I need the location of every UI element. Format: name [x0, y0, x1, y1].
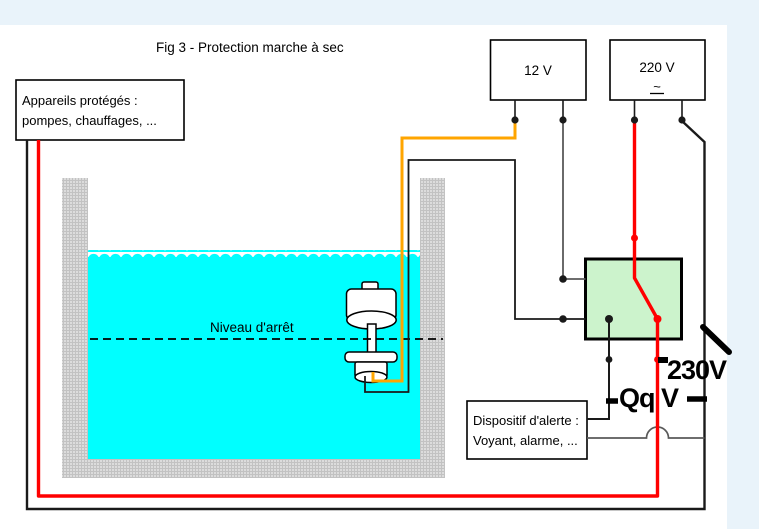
dot-relay-coil-upper	[559, 275, 567, 283]
supply-220v-box	[609, 39, 706, 101]
figure-title: Fig 3 - Protection marche à sec	[156, 40, 344, 55]
annotation-slash-230v	[700, 324, 732, 355]
handwritten-annotations: 230V Qq V	[606, 324, 732, 413]
protected-appliances-box	[15, 79, 185, 141]
tank-right-wall	[420, 178, 445, 478]
annotation-qqv: Qq V	[619, 383, 679, 413]
water-surface-waves	[88, 250, 420, 257]
dot-12v-right-terminal	[559, 116, 567, 124]
alert-device-line1: Dispositif d'alerte :	[473, 413, 579, 428]
float-disk	[344, 351, 398, 363]
wire-float-orange	[371, 121, 517, 383]
dot-relay-no-contact	[653, 315, 662, 323]
protected-appliances-line1: Appareils protégés :	[22, 93, 138, 108]
alert-device-box	[466, 400, 588, 460]
tank-bottom	[62, 459, 445, 478]
protected-appliances-line2: pompes, chauffages, ...	[22, 113, 157, 128]
wire-return-black	[25, 120, 706, 511]
supply-220v-label: 220 V	[639, 60, 674, 75]
alert-device-line2: Voyant, alarme, ...	[473, 433, 578, 448]
dot-alert-wire-probe	[605, 356, 613, 363]
supply-terminal-stubs	[514, 100, 683, 121]
supply-12v-box	[489, 39, 587, 101]
wire-live-red	[36, 121, 660, 498]
junction-dots-black	[511, 116, 686, 363]
supply-12v-label: 12 V	[524, 63, 552, 78]
dot-220v-left-terminal	[630, 116, 639, 124]
tank-left-wall	[62, 178, 88, 478]
dot-relay-coil-lower	[559, 315, 567, 323]
ac-symbol: ~	[653, 79, 661, 94]
stop-level-label: Niveau d'arrêt	[210, 320, 294, 335]
dot-relay-nc-contact	[605, 315, 613, 323]
dot-red-wire-junction	[631, 234, 638, 242]
dot-220v-right-terminal	[678, 116, 686, 124]
wire-float-to-relay	[364, 159, 586, 393]
dot-12v-left-terminal	[511, 116, 519, 124]
annotation-230v: 230V	[667, 355, 727, 385]
float-switch	[344, 281, 398, 384]
wire-relay-to-alert	[587, 319, 610, 420]
